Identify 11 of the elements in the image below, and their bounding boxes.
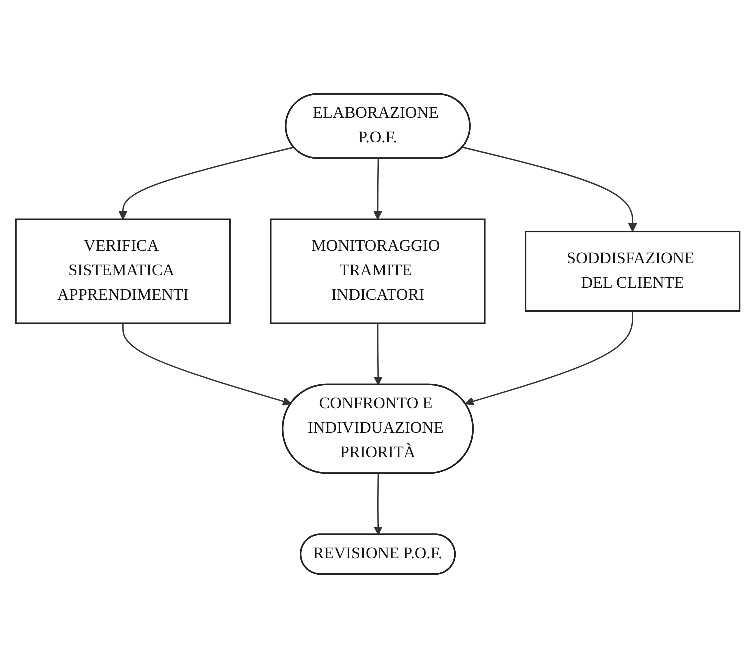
arrow (374, 474, 383, 536)
arrow (374, 158, 382, 220)
arrow (122, 323, 292, 406)
arrow (465, 311, 634, 406)
node-box (270, 218, 486, 324)
arrow (118, 146, 294, 220)
arrow (374, 323, 383, 386)
arrow (462, 146, 638, 232)
node-box (15, 218, 231, 324)
flowchart: ELABORAZIONE P.O.F. VERIFICA SISTEMATICA APPRENDIMENTI MONITORAGGIO TRAMITE INDICATORI SODDISFAZIONE DEL CLIENTE CONFRONTO E INDIVIDUAZIONE PRIORITÀ REVISIONE P.O.F. (8, 86, 748, 582)
node-box (525, 230, 741, 312)
